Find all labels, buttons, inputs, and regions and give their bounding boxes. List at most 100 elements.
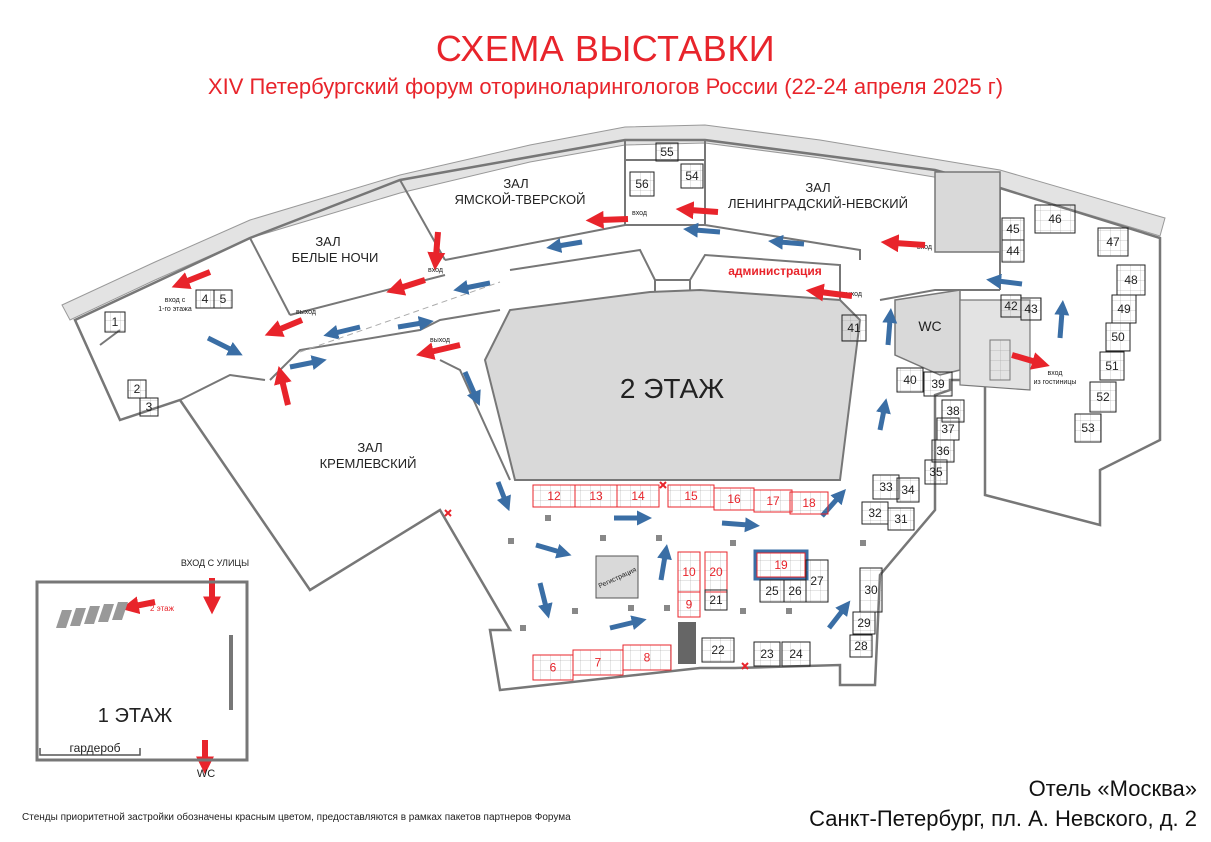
stand-number: 17 [766,494,780,508]
svg-text:из гостиницы: из гостиницы [1034,379,1077,386]
stand-3: 3 [139,397,159,417]
stand-number: 36 [936,444,950,458]
page-subtitle: XIV Петербургский форум оториноларинголо… [207,74,1004,99]
direction-arrows [206,222,1070,631]
stand-number: 24 [789,647,803,661]
stand-29: 29 [852,611,876,635]
svg-text:ЗАЛ: ЗАЛ [315,234,340,249]
stand-53: 53 [1074,413,1102,443]
floor1-label: 1 ЭТАЖ [98,705,173,727]
hall-label-belye-nochi: ЗАЛ БЕЛЫЕ НОЧИ [292,234,379,265]
street-band [61,124,1166,321]
priority-stands-note: Стенды приоритетной застройки обозначены… [22,812,571,823]
stand-47: 47 [1097,227,1129,257]
closed-door-markers [444,481,749,670]
to-floor2-label: 2 этаж [150,604,175,613]
stand-number: 16 [727,492,741,506]
svg-text:ЯМСКОЙ-ТВЕРСКОЙ: ЯМСКОЙ-ТВЕРСКОЙ [455,192,586,207]
stand-35: 35 [924,459,948,485]
stand-38: 38 [941,399,965,423]
stand-number: 22 [711,643,725,657]
stand-55: 55 [655,142,679,162]
stand-number: 33 [879,480,893,494]
svg-text:ЗАЛ: ЗАЛ [357,440,382,455]
stand-number: 25 [765,584,779,598]
stand-39: 39 [923,371,953,397]
stand-28: 28 [849,634,873,658]
svg-text:выход: выход [430,337,450,344]
stand-12: 12 [532,484,576,508]
venue-info: Отель «Москва» Санкт-Петербург, пл. А. Н… [809,774,1197,834]
stand-number: 27 [810,574,824,588]
stand-26: 26 [783,579,807,603]
stand-32: 32 [861,501,889,525]
stand-7: 7 [572,649,624,676]
label-entrance-hotel: вход из гостиницы [1034,370,1077,386]
stand-49: 49 [1111,294,1137,324]
stand-31: 31 [887,507,915,531]
stand-56: 56 [629,171,655,197]
stand-number: 12 [547,489,561,503]
stand-number: 18 [802,496,816,510]
stand-number: 2 [134,382,141,396]
wardrobe-label: гардероб [69,741,120,755]
stand-number: 31 [894,512,908,526]
stand-1: 1 [104,311,126,333]
stand-number: 3 [146,400,153,414]
stand-19: 19 [753,549,809,581]
stand-number: 6 [550,661,557,675]
stand-44: 44 [1001,239,1025,263]
stairs [989,339,1011,381]
stand-45: 45 [1001,217,1025,241]
stand-20: 20 [704,551,728,593]
stand-number: 47 [1106,235,1120,249]
label-entrance-first-floor: вход с 1-го этажа [158,297,192,313]
corridor-line [299,281,501,353]
stand-23: 23 [753,641,781,667]
stand-17: 17 [753,489,793,513]
stand-52: 52 [1089,381,1117,413]
stand-46: 46 [1034,204,1076,234]
stand-25: 25 [759,579,785,603]
stand-21: 21 [704,589,728,611]
stand-number: 52 [1096,390,1110,404]
svg-text:выход: выход [296,309,316,316]
svg-text:БЕЛЫЕ НОЧИ: БЕЛЫЕ НОЧИ [292,250,379,265]
stand-number: 32 [868,506,882,520]
hall-label-leningradsky: ЗАЛ ЛЕНИНГРАДСКИЙ-НЕВСКИЙ [728,180,908,211]
stand-number: 10 [682,565,696,579]
floor1-wc-label: WC [197,768,215,780]
stand-number: 30 [864,583,878,597]
stand-42: 42 [1000,294,1022,318]
stand-number: 48 [1124,273,1138,287]
stand-number: 51 [1105,359,1119,373]
stand-number: 35 [929,465,943,479]
stand-41: 41 [841,314,867,342]
stand-number: 28 [854,639,868,653]
stand-number: 4 [202,292,209,306]
stand-13: 13 [574,484,618,508]
stand-number: 50 [1111,330,1125,344]
stand-37: 37 [936,417,960,441]
stand-33: 33 [872,474,900,500]
street-entrance-label: ВХОД С УЛИЦЫ [181,558,249,568]
central-block [483,288,862,481]
stand-block-dark [678,622,696,664]
stand-6: 6 [532,654,574,681]
stand-number: 39 [931,377,945,391]
stand-number: 1 [112,315,119,329]
stand-number: 37 [941,422,955,436]
entrance-arrows [120,201,1050,775]
stand-10: 10 [677,551,701,593]
venue-name: Отель «Москва» [1028,776,1197,801]
stand-number: 43 [1024,302,1038,316]
svg-text:вход: вход [632,210,647,217]
svg-text:КРЕМЛЕВСКИЙ: КРЕМЛЕВСКИЙ [320,456,417,471]
stand-5: 5 [213,289,233,309]
stand-30: 30 [859,567,883,613]
stand-14: 14 [616,484,660,508]
stand-number: 54 [685,169,699,183]
stand-18: 18 [789,491,829,515]
stand-number: 49 [1117,302,1131,316]
columns [508,515,866,631]
